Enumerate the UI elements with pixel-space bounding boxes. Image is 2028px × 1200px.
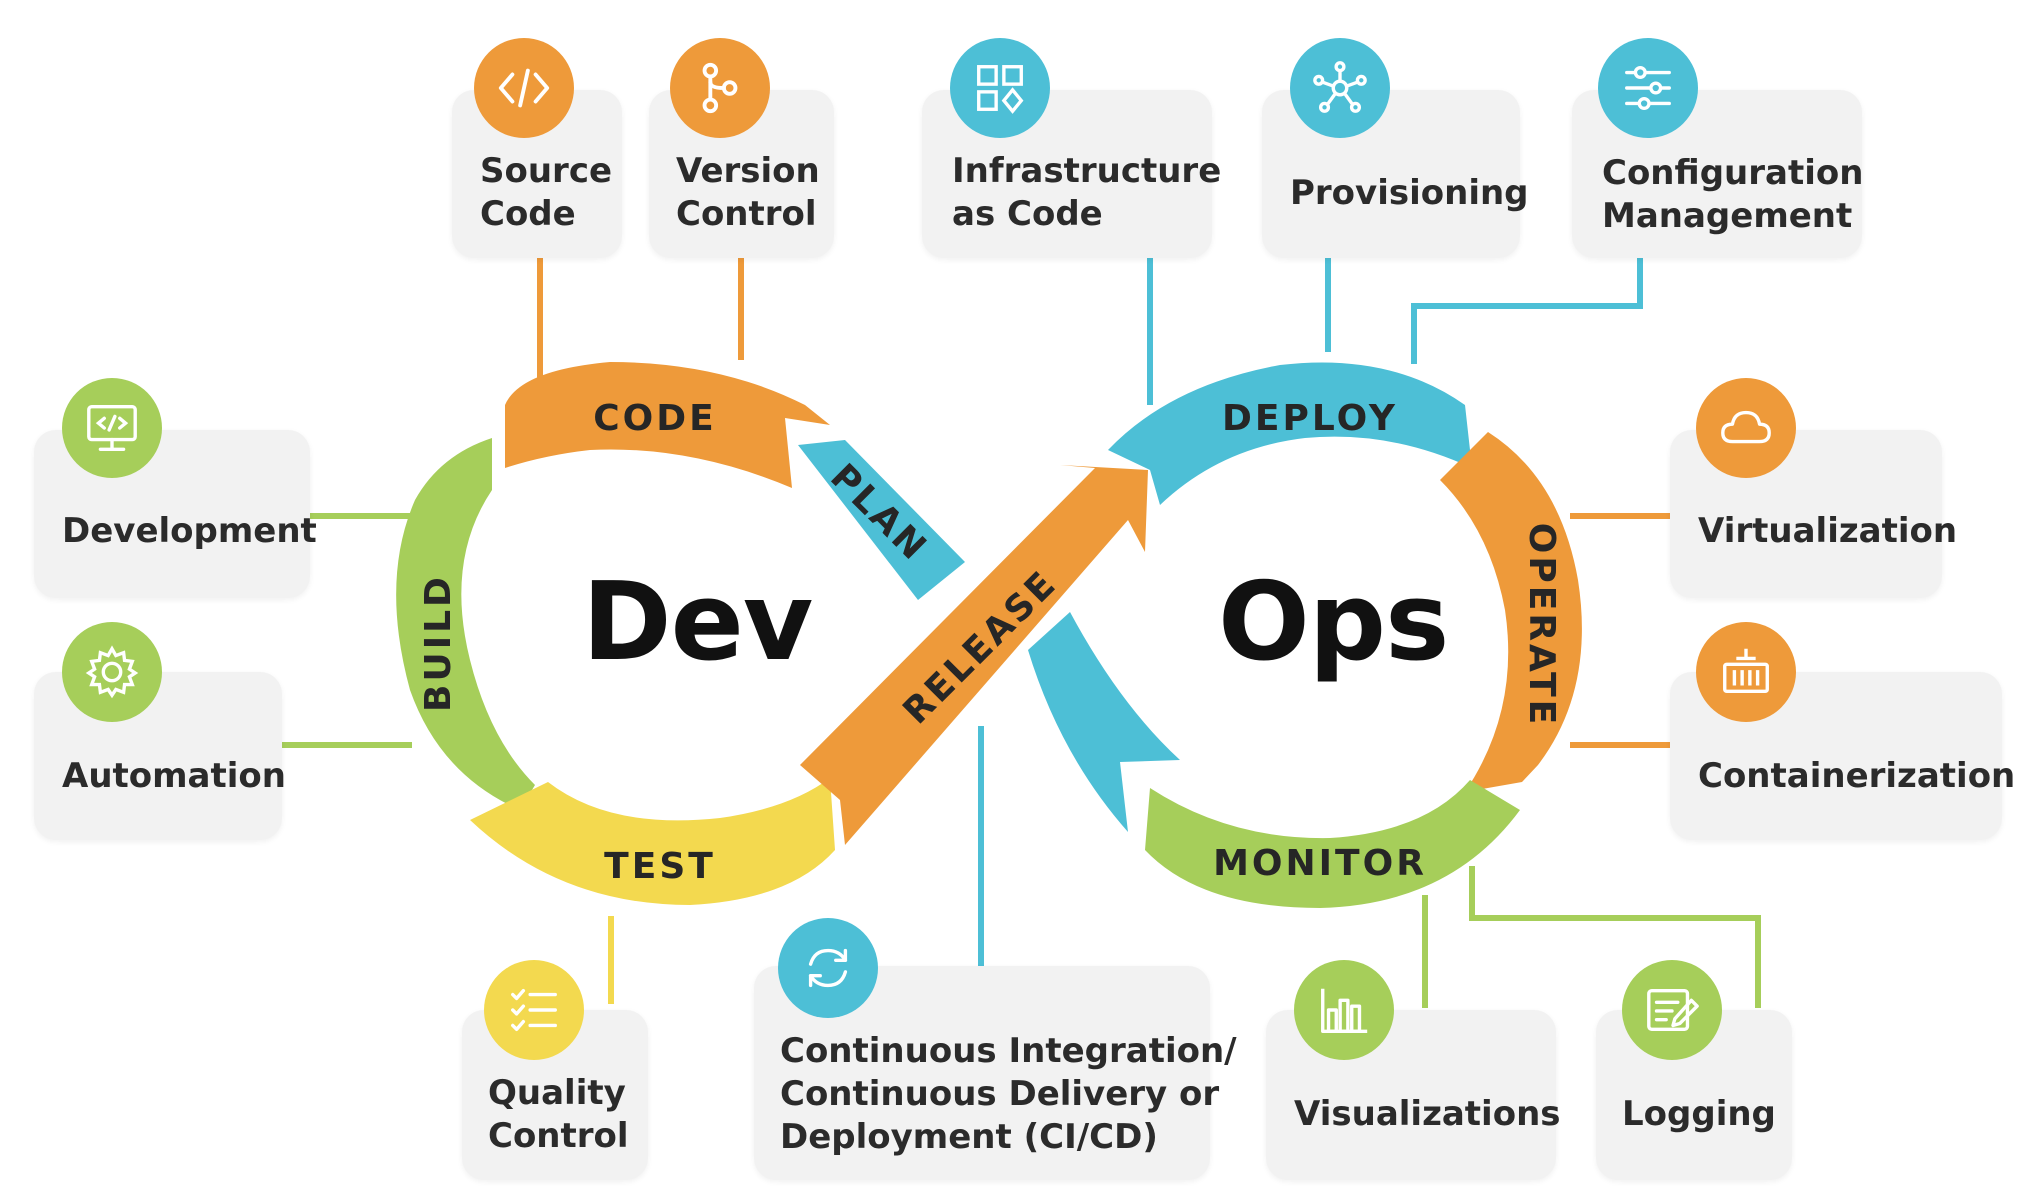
label-config-mgmt: Configuration Management <box>1602 153 1864 236</box>
dev-title: Dev <box>582 560 813 685</box>
cloud-icon <box>1721 410 1771 444</box>
label-quality-control: Quality Control <box>488 1073 629 1156</box>
label-source-code: Source Code <box>480 151 613 234</box>
virtualization-icon-wrap <box>1696 378 1796 478</box>
ops-title: Ops <box>1218 560 1449 685</box>
monitor-code-icon <box>87 405 137 451</box>
connector-lines <box>282 258 1761 1008</box>
automation-icon-wrap <box>62 622 162 722</box>
ops-lower-ribbon <box>1028 612 1180 832</box>
monitor-arc <box>1145 780 1520 908</box>
infrastructure-blocks-icon <box>977 65 1024 114</box>
label-logging: Logging <box>1622 1094 1776 1134</box>
stage-test: TEST <box>604 846 716 887</box>
code-arc <box>505 362 830 488</box>
stage-build: BUILD <box>418 574 459 712</box>
source-code-icon-wrap <box>474 38 574 138</box>
label-visualizations: Visualizations <box>1294 1094 1561 1134</box>
label-cicd: Continuous Integration/ Continuous Deliv… <box>780 1031 1237 1157</box>
build-arc <box>396 438 535 810</box>
label-containerization: Containerization <box>1698 756 2016 796</box>
label-iac: Infrastructure as Code <box>952 151 1222 234</box>
sliders-icon <box>1625 66 1671 110</box>
label-automation: Automation <box>62 756 286 796</box>
cicd-icon-wrap <box>778 918 878 1018</box>
provisioning-icon-wrap <box>1290 38 1390 138</box>
branch-icon <box>702 62 738 114</box>
stage-deploy: DEPLOY <box>1222 398 1398 439</box>
label-version-control: Version Control <box>676 151 820 234</box>
log-edit-icon <box>1647 988 1699 1032</box>
bar-chart-icon <box>1321 988 1368 1033</box>
dev-loop <box>396 362 965 905</box>
gear-icon <box>85 645 139 699</box>
iac-icon-wrap <box>950 38 1050 138</box>
deploy-arc <box>1108 362 1472 505</box>
release-ribbon <box>800 465 1148 845</box>
logging-icon-wrap <box>1622 960 1722 1060</box>
plan-ribbon <box>798 440 965 600</box>
container-icon <box>1723 648 1769 694</box>
refresh-cycle-icon <box>808 948 848 988</box>
version-control-icon-wrap <box>670 38 770 138</box>
label-development: Development <box>62 511 317 551</box>
stage-operate: OPERATE <box>1521 523 1562 728</box>
label-virtualization: Virtualization <box>1698 511 1958 551</box>
config-mgmt-icon-wrap <box>1598 38 1698 138</box>
stage-monitor: MONITOR <box>1213 843 1427 884</box>
stage-plan: PLAN <box>822 456 935 569</box>
ops-loop <box>1028 362 1582 908</box>
stage-code: CODE <box>593 398 717 439</box>
containerization-icon-wrap <box>1696 622 1796 722</box>
quality-control-icon-wrap <box>484 960 584 1060</box>
connector-config-mgmt <box>1411 258 1643 364</box>
network-hub-icon <box>1313 61 1367 113</box>
test-arc <box>470 778 835 905</box>
label-provisioning: Provisioning <box>1290 173 1529 213</box>
development-icon-wrap <box>62 378 162 478</box>
checklist-icon <box>511 988 557 1032</box>
connector-logging <box>1469 866 1761 1008</box>
code-brackets-icon <box>498 68 550 108</box>
operate-arc <box>1440 432 1582 792</box>
visualizations-icon-wrap <box>1294 960 1394 1060</box>
